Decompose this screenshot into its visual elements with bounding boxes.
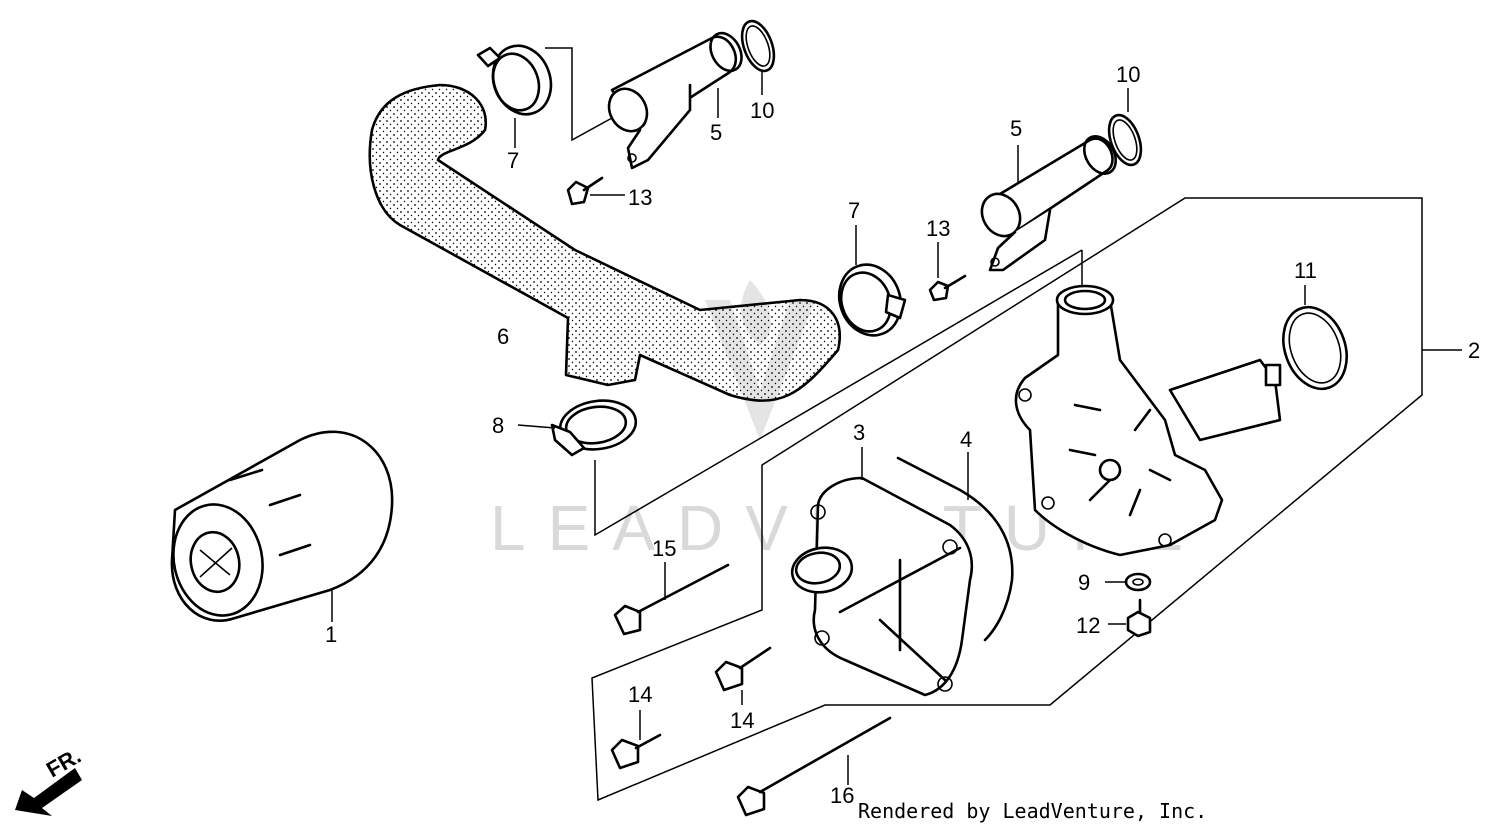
front-arrow-icon — [15, 768, 82, 816]
callout-5a: 5 — [710, 120, 722, 145]
callout-13b: 13 — [926, 216, 950, 241]
callout-15: 15 — [652, 536, 676, 561]
callout-10b: 10 — [1116, 62, 1140, 87]
water-pipe-upper — [607, 19, 776, 170]
hose-clamp-upper — [476, 44, 553, 148]
oil-filter — [170, 430, 394, 622]
coolant-hose — [368, 83, 841, 402]
water-pump-cover — [790, 447, 974, 697]
callout-11: 11 — [1294, 258, 1317, 283]
o-ring-11 — [1282, 285, 1348, 391]
callout-5b: 5 — [1010, 116, 1022, 141]
callout-16: 16 — [830, 783, 854, 808]
callout-9: 9 — [1078, 570, 1090, 595]
callout-12: 12 — [1076, 613, 1100, 638]
drain-bolt — [1108, 598, 1152, 638]
callout-7a: 7 — [507, 148, 519, 173]
callout-3: 3 — [853, 420, 865, 445]
callout-14a: 14 — [730, 708, 754, 733]
callout-13a: 13 — [628, 185, 652, 210]
callout-6: 6 — [497, 324, 509, 349]
water-pump-body — [1014, 284, 1282, 557]
bolt-15 — [613, 562, 730, 636]
front-direction-indicator: FR. — [15, 743, 85, 816]
callout-10a: 10 — [750, 98, 774, 123]
callout-14b: 14 — [628, 682, 652, 707]
callout-labels: 1 2 3 4 5 5 6 7 7 8 9 10 10 11 12 13 13 … — [325, 62, 1480, 808]
gasket — [896, 452, 1014, 642]
washer — [1105, 572, 1152, 592]
assembly-frame — [591, 197, 1423, 802]
credit-text: Rendered by LeadVenture, Inc. — [858, 799, 1207, 823]
water-pipe-lower — [980, 88, 1143, 272]
bolt-14-upper — [714, 646, 772, 705]
callout-2: 2 — [1468, 338, 1480, 363]
bolt-16 — [736, 716, 892, 817]
callout-1: 1 — [325, 622, 337, 647]
bolt-14-lower — [610, 710, 662, 770]
callout-8: 8 — [492, 413, 504, 438]
hose-clamp-lower — [517, 399, 638, 457]
bolt-13-middle — [928, 242, 967, 302]
callout-4: 4 — [960, 427, 972, 452]
bolt-13-upper — [566, 176, 625, 206]
hose-bracket — [545, 47, 1083, 537]
callout-7b: 7 — [848, 198, 860, 223]
hose-clamp-middle — [837, 225, 907, 337]
